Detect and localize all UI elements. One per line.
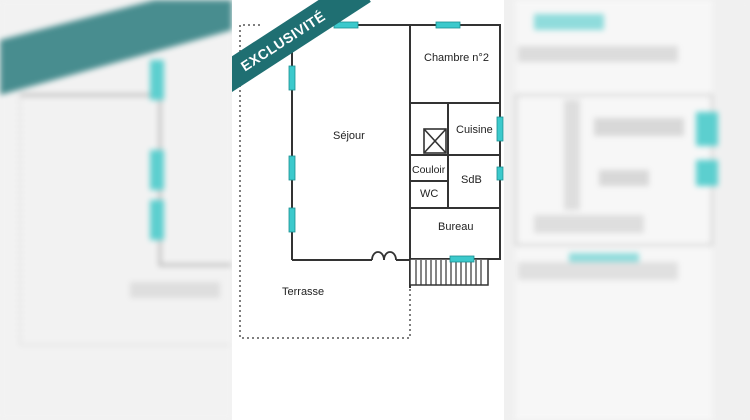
window-left-3 — [288, 207, 296, 233]
window-left-2 — [288, 155, 296, 181]
appliance-box — [423, 128, 447, 154]
room-label-bureau: Bureau — [438, 221, 473, 233]
door-arcs — [371, 251, 397, 261]
room-label-sdb: SdB — [461, 174, 482, 186]
terrace-outline — [239, 24, 411, 339]
room-label-terrasse: Terrasse — [282, 286, 324, 298]
window-bottom — [449, 255, 475, 263]
room-label-couloir: Couloir — [412, 164, 446, 176]
floor-plan-drawing: Chambre n°2 Séjour Cuisine Couloir SdB W… — [239, 21, 504, 339]
room-label-cuisine: Cuisine — [456, 124, 493, 136]
room-label-sejour: Séjour — [333, 130, 365, 142]
blurred-floor-plan-left — [0, 0, 232, 420]
floor-plan-image[interactable]: Chambre n°2 Séjour Cuisine Couloir SdB W… — [232, 0, 504, 420]
next-photo-preview[interactable] — [504, 0, 750, 420]
window-right-2 — [496, 166, 504, 181]
walls — [291, 24, 501, 288]
room-label-wc: WC — [420, 188, 438, 200]
window-right-1 — [496, 116, 504, 142]
balcony-hatching — [409, 258, 489, 286]
blurred-floor-plan-right — [504, 0, 750, 420]
room-label-chambre: Chambre n°2 — [424, 52, 489, 64]
windows — [288, 21, 504, 263]
window-top-2 — [435, 21, 461, 29]
window-left-1 — [288, 65, 296, 91]
previous-photo-preview[interactable] — [0, 0, 232, 420]
